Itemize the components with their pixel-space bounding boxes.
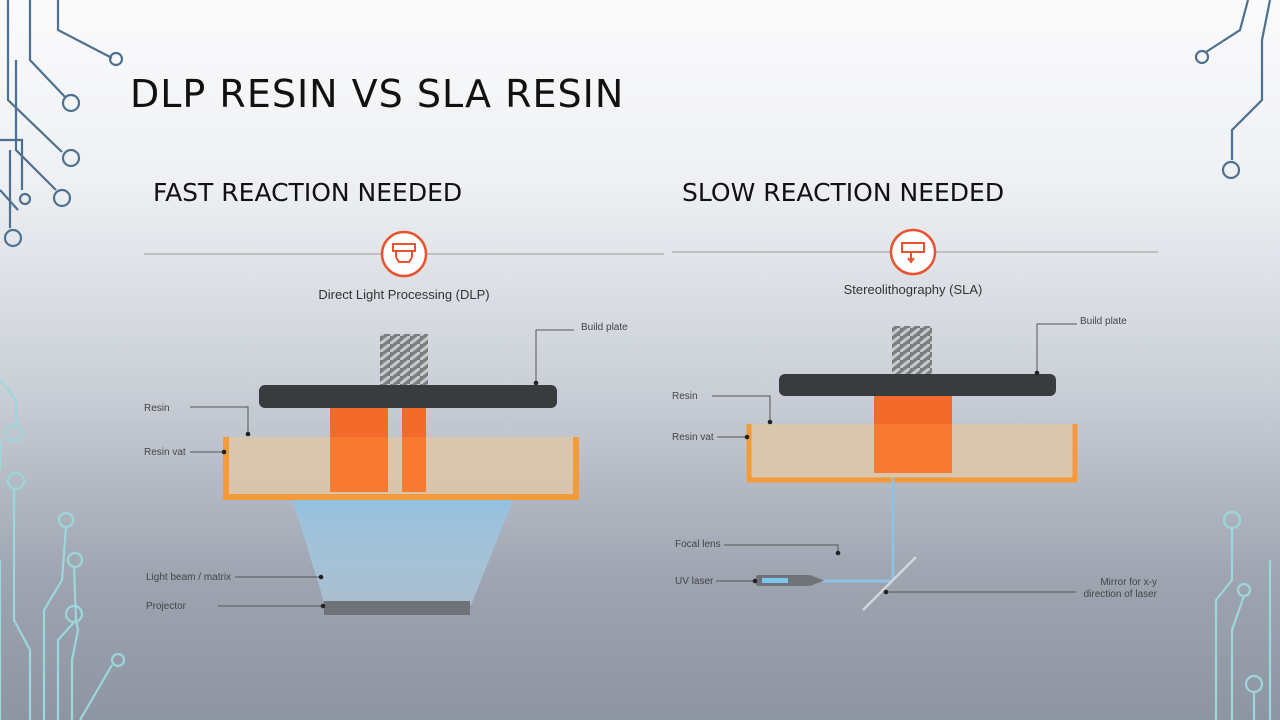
- dlp-heading: FAST REACTION NEEDED: [153, 178, 463, 207]
- sla-label-mirror-line1: Mirror for x-y: [1100, 577, 1157, 588]
- dlp-resin: [226, 437, 576, 495]
- sla-mirror: [862, 556, 917, 611]
- dlp-build-plate: [259, 385, 557, 408]
- sla-build-plate: [779, 374, 1056, 396]
- dlp-label-light-beam: Light beam / matrix: [146, 572, 231, 583]
- sla-heading: SLOW REACTION NEEDED: [682, 178, 1005, 207]
- dlp-label-resin-vat: Resin vat: [144, 447, 186, 458]
- dlp-diagram: Direct Light Processing (DLP) Build: [144, 230, 664, 615]
- sla-caption: Stereolithography (SLA): [844, 282, 983, 297]
- sla-label-focal-lens: Focal lens: [675, 539, 721, 550]
- dlp-label-projector: Projector: [146, 601, 187, 612]
- dlp-label-build-plate: Build plate: [581, 322, 628, 333]
- dlp-label-resin: Resin: [144, 403, 170, 414]
- sla-diagram: Stereolithography (SLA): [672, 228, 1158, 611]
- sla-label-resin-vat: Resin vat: [672, 432, 714, 443]
- sla-printer-icon: [889, 228, 937, 276]
- dlp-lead-screw: [380, 334, 428, 388]
- sla-label-build-plate: Build plate: [1080, 316, 1127, 327]
- sla-resin-vat: [746, 424, 1078, 483]
- dlp-resin-vat: [223, 437, 579, 500]
- dlp-light-beam: [292, 498, 514, 605]
- dlp-projector: [324, 601, 470, 615]
- sla-laser-path: [756, 478, 917, 611]
- sla-label-uv-laser: UV laser: [675, 576, 714, 587]
- sla-lead-screw: [892, 326, 932, 378]
- sla-label-resin: Resin: [672, 391, 698, 402]
- sla-label-mirror-line2: direction of laser: [1084, 589, 1158, 600]
- dlp-caption: Direct Light Processing (DLP): [318, 287, 489, 302]
- slide-title: DLP RESIN VS SLA RESIN: [130, 72, 625, 116]
- dlp-printer-icon: [380, 230, 428, 278]
